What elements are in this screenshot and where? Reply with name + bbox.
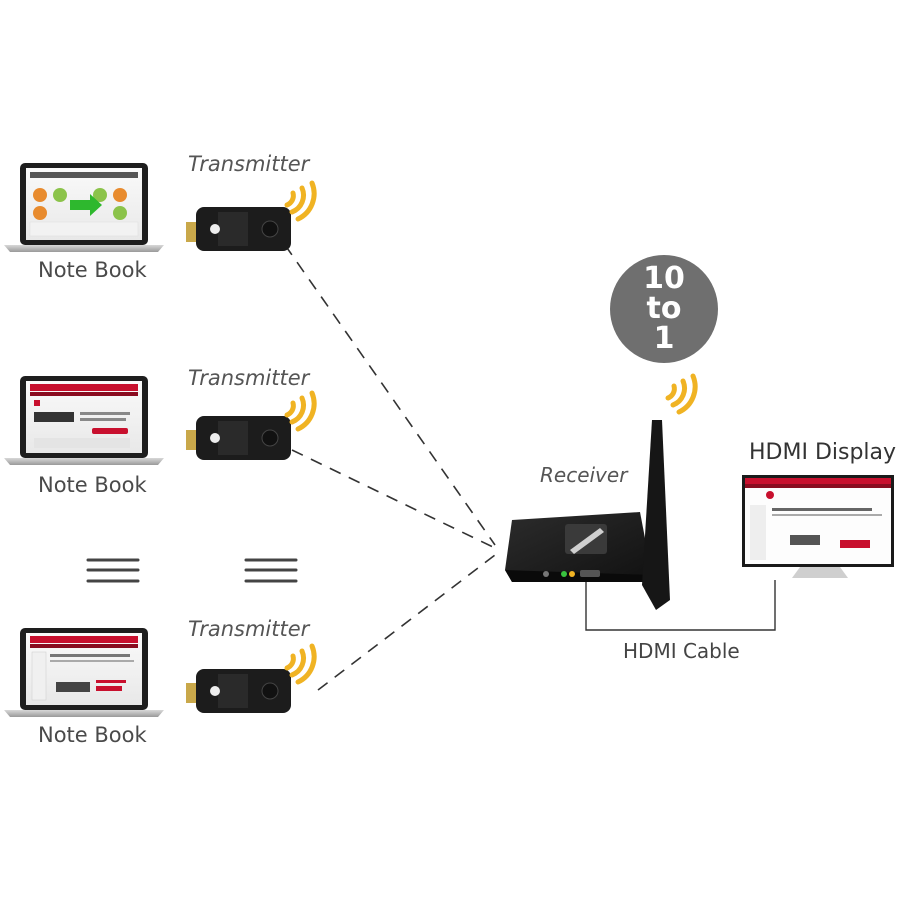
receiver-device <box>505 420 670 610</box>
notebook-1-device <box>4 163 164 252</box>
hdmi-cable-line <box>585 580 776 631</box>
ratio-badge-line3: 1 <box>653 321 675 356</box>
transmitter-2-device <box>186 416 291 460</box>
wifi-icon <box>665 373 698 415</box>
notebook-3-label: Note Book <box>38 723 147 747</box>
notebook-2-label: Note Book <box>38 473 147 497</box>
wifi-icon <box>284 643 317 685</box>
receiver-label: Receiver <box>540 463 628 487</box>
more-devices-separator <box>86 558 298 583</box>
wifi-icon <box>284 390 317 432</box>
transmitter-3-device <box>186 669 291 713</box>
transmitter-1-device <box>186 207 291 251</box>
link-tx1-receiver <box>284 244 496 546</box>
ratio-badge-line2: to <box>646 291 682 326</box>
transmitter-3-label: Transmitter <box>188 617 310 641</box>
ratio-badge-line1: 10 <box>643 261 685 296</box>
notebook-3-device <box>4 628 164 717</box>
hdmi-cable-label: HDMI Cable <box>623 639 740 663</box>
notebook-1-label: Note Book <box>38 258 147 282</box>
link-tx3-receiver <box>317 554 496 691</box>
transmitter-2-label: Transmitter <box>188 366 310 390</box>
ratio-badge: 10 to 1 <box>610 255 718 363</box>
transmitter-1-label: Transmitter <box>188 152 310 176</box>
notebook-2-device <box>4 376 164 465</box>
hdmi-display-device <box>742 475 894 578</box>
hdmi-display-label: HDMI Display <box>749 440 897 465</box>
wifi-icon <box>284 180 317 222</box>
link-tx2-receiver <box>291 449 496 549</box>
wireless-links <box>284 244 496 691</box>
